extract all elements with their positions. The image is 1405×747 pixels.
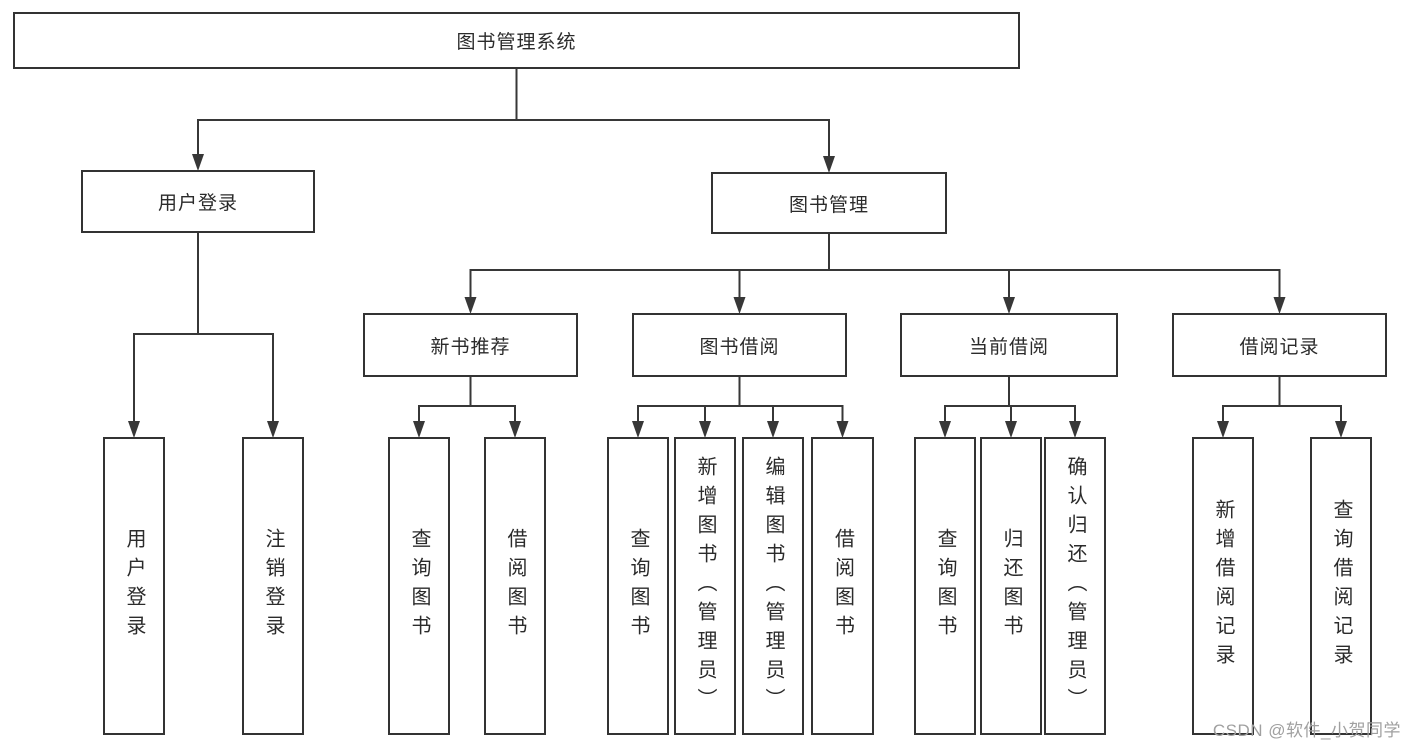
csdn-watermark: CSDN @软件_小贺同学 <box>1212 721 1401 740</box>
node-label: 借阅记录 <box>1239 336 1320 358</box>
node-label: 确认归还（管理员） <box>1064 455 1086 717</box>
node-leaf-bor-add: 新增图书（管理员） <box>674 437 736 735</box>
node-current-borrow: 当前借阅 <box>900 313 1118 377</box>
node-leaf-rec-borrow: 借阅图书 <box>484 437 546 735</box>
node-leaf-cur-return: 归还图书 <box>980 437 1042 735</box>
node-label: 图书借阅 <box>699 336 780 358</box>
node-leaf-cur-query: 查询图书 <box>914 437 976 735</box>
node-label: 新增图书（管理员） <box>694 455 716 717</box>
node-label: 查询图书 <box>627 528 649 644</box>
node-leaf-login: 用户登录 <box>103 437 165 735</box>
node-book-borrow: 图书借阅 <box>632 313 847 377</box>
node-label: 编辑图书（管理员） <box>762 455 784 717</box>
node-label: 查询图书 <box>408 528 430 644</box>
node-leaf-logout: 注销登录 <box>242 437 304 735</box>
node-label: 注销登录 <box>262 528 284 644</box>
node-label: 图书管理系统 <box>456 32 577 53</box>
node-leaf-bor-borrow: 借阅图书 <box>811 437 874 735</box>
node-user-login: 用户登录 <box>81 170 315 233</box>
node-leaf-bor-edit: 编辑图书（管理员） <box>742 437 804 735</box>
node-label: 用户登录 <box>157 193 238 214</box>
node-leaf-recadd: 新增借阅记录 <box>1192 437 1254 735</box>
node-label: 新增借阅记录 <box>1212 499 1234 673</box>
node-label: 查询借阅记录 <box>1330 499 1352 673</box>
node-leaf-cur-confirm: 确认归还（管理员） <box>1044 437 1106 735</box>
node-label: 归还图书 <box>1000 528 1022 644</box>
node-leaf-recquery: 查询借阅记录 <box>1310 437 1372 735</box>
node-book-mgmt: 图书管理 <box>711 172 947 234</box>
node-leaf-rec-query: 查询图书 <box>388 437 450 735</box>
node-label: 借阅图书 <box>831 528 854 644</box>
node-new-book-rec: 新书推荐 <box>363 313 578 377</box>
node-label: 新书推荐 <box>430 336 511 358</box>
node-label: 图书管理 <box>788 194 869 216</box>
node-borrow-records: 借阅记录 <box>1172 313 1387 377</box>
node-label: 借阅图书 <box>504 528 526 644</box>
node-label: 当前借阅 <box>968 336 1049 358</box>
node-label: 用户登录 <box>123 528 145 644</box>
node-label: 查询图书 <box>934 528 956 644</box>
node-root: 图书管理系统 <box>13 12 1020 69</box>
node-leaf-bor-query: 查询图书 <box>607 437 669 735</box>
